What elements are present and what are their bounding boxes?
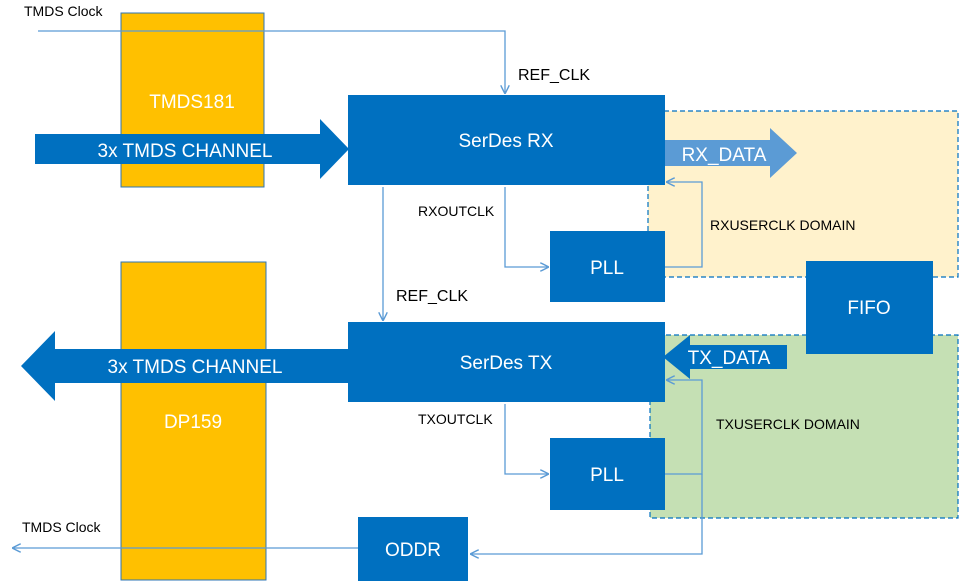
oddr-clock-wire (471, 474, 703, 554)
ref-clk-tx-label: REF_CLK (396, 288, 468, 305)
ref-clk-rx-label: REF_CLK (518, 67, 590, 84)
input-tmds-channel-arrow (35, 119, 349, 179)
pll-rx-label: PLL (590, 258, 624, 279)
pll-tx-block (550, 438, 665, 510)
oddr-block (358, 517, 468, 581)
tx-data-label: TX_DATA (688, 348, 771, 369)
rxoutclk-wire (504, 187, 548, 267)
input-channel-label: 3x TMDS CHANNEL (98, 141, 273, 162)
serdes-tx-label: SerDes TX (460, 353, 553, 374)
serdes-rx-block (348, 95, 665, 185)
serdes-tx-block (348, 322, 665, 402)
rx-userclk-domain (647, 110, 959, 278)
tmds-clock-out-label: TMDS Clock (22, 519, 102, 535)
rx-domain-label: RXUSERCLK DOMAIN (710, 217, 855, 233)
pll-rx-block (550, 231, 665, 302)
fifo-block (806, 261, 933, 354)
tmds-clock-in-label: TMDS Clock (24, 3, 104, 19)
tx-pll-feedback-wire (665, 380, 703, 475)
tmds-clock-in-wire (38, 30, 505, 93)
dp159-chip (120, 261, 267, 581)
rx-pll-feedback-wire (665, 182, 703, 268)
fifo-label: FIFO (847, 298, 890, 319)
tx-domain-label: TXUSERCLK DOMAIN (716, 416, 860, 432)
tmds181-label: TMDS181 (149, 92, 235, 113)
rx-data-label: RX_DATA (682, 145, 767, 166)
txoutclk-wire (504, 404, 548, 474)
oddr-label: ODDR (385, 540, 441, 561)
txoutclk-label: TXOUTCLK (418, 411, 493, 427)
tx-data-arrow (663, 335, 787, 379)
serdes-rx-label: SerDes RX (458, 131, 553, 152)
rxoutclk-label: RXOUTCLK (418, 203, 495, 219)
rx-data-arrow (665, 128, 797, 178)
output-tmds-channel-arrow (21, 331, 349, 401)
dp159-label: DP159 (164, 412, 222, 433)
pll-tx-label: PLL (590, 465, 624, 486)
output-channel-label: 3x TMDS CHANNEL (108, 357, 283, 378)
